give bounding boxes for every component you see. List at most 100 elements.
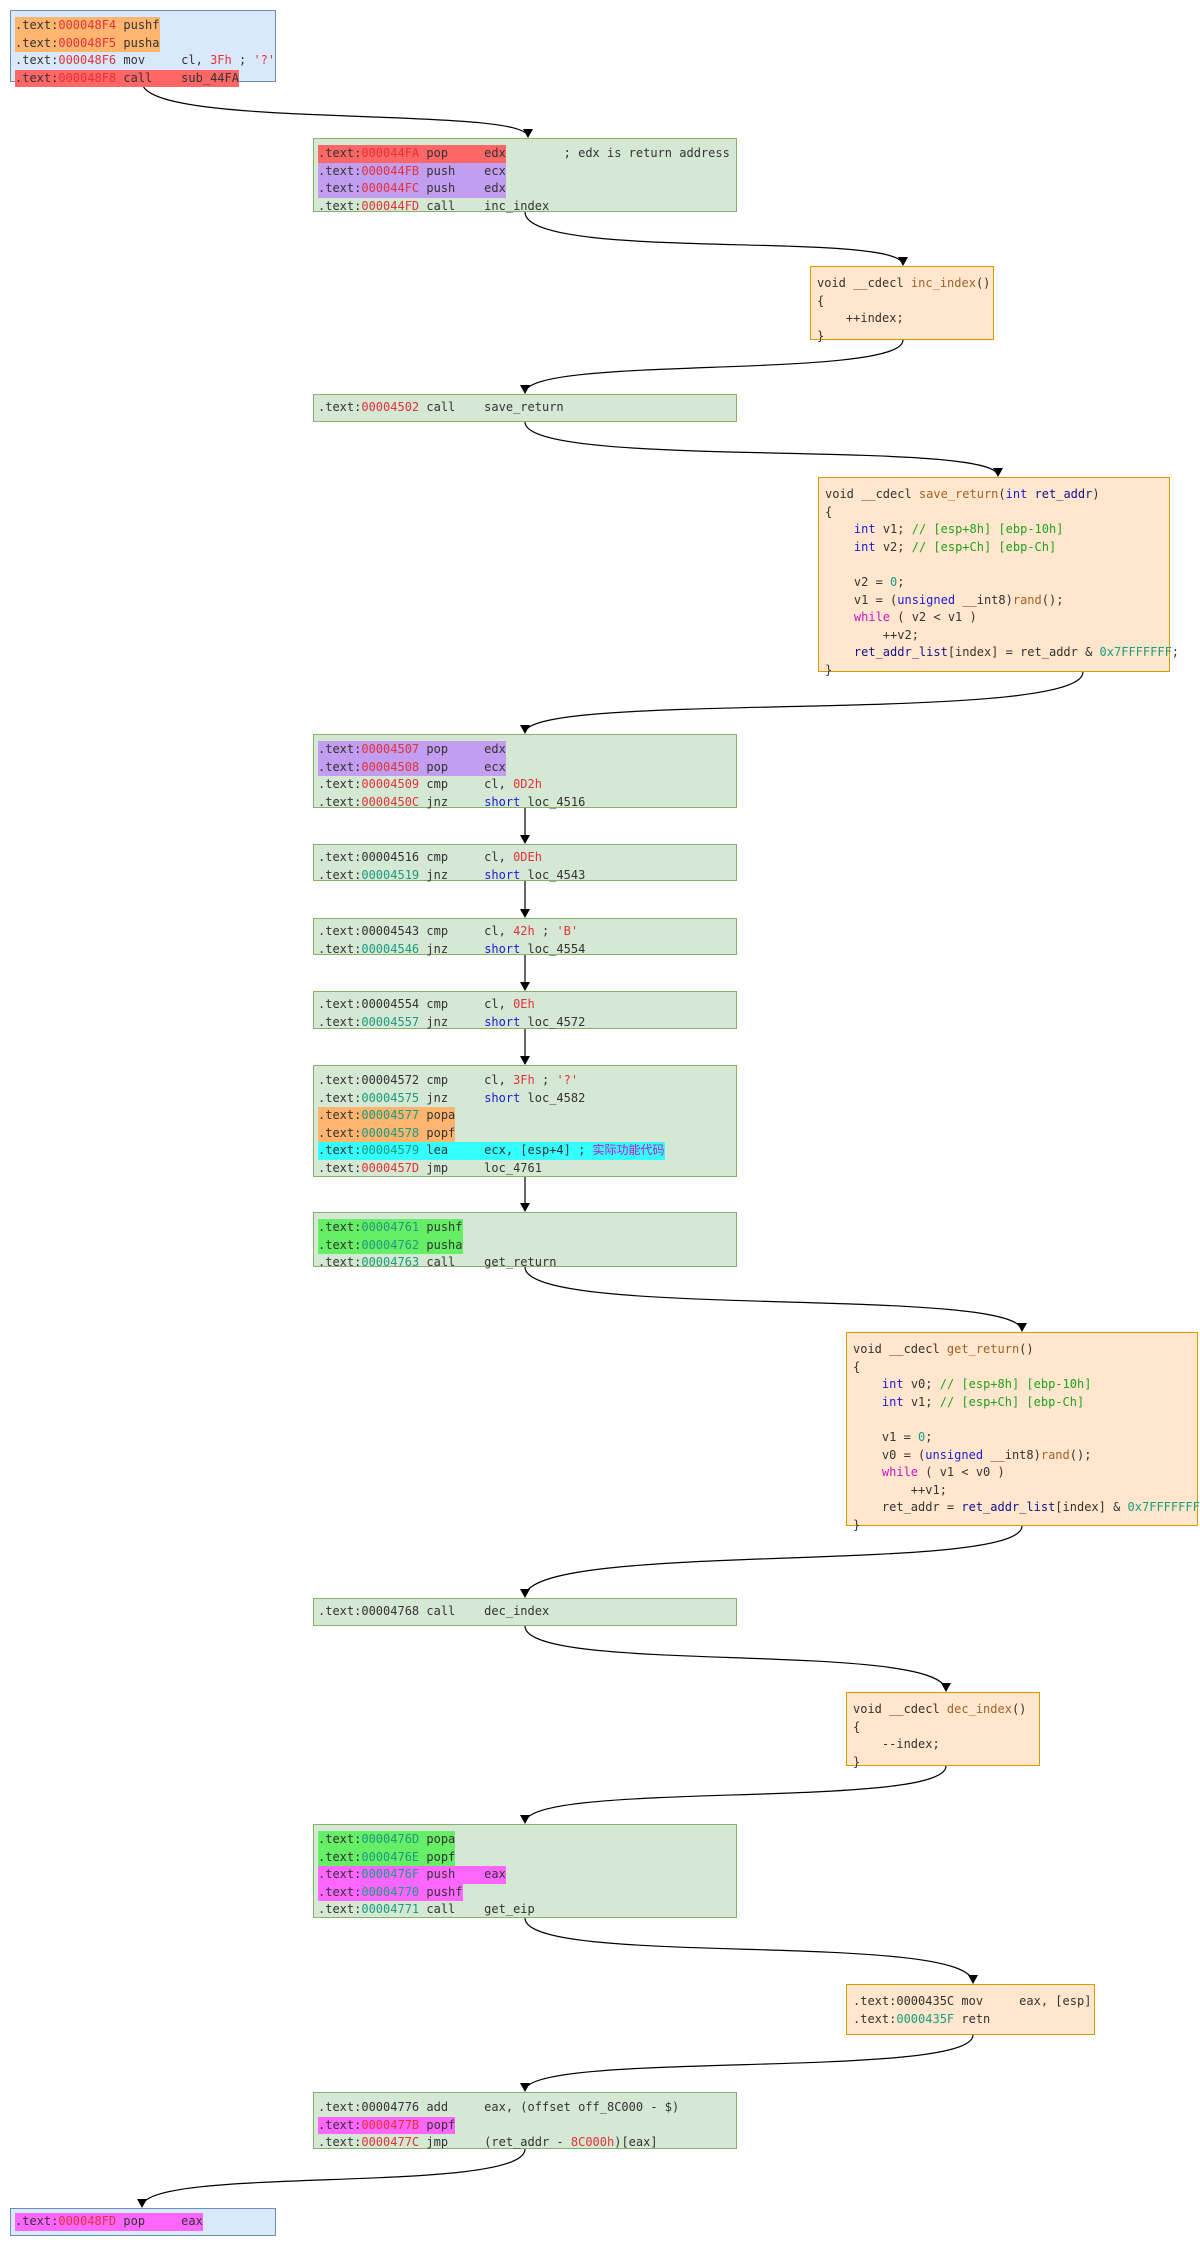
cmp-3fh-block[interactable]: .text:00004572 cmp cl, 3Fh ; '?'.text:00… [313,1065,737,1177]
highlighted-instruction: .text:000044FC push edx [318,180,506,198]
jmp-ret-addr-block[interactable]: .text:00004776 add eax, (offset off_8C00… [313,2092,737,2149]
code-token: ++v2; [825,627,919,642]
code-token: 000044FC [361,181,420,196]
code-token: v1 = [853,1429,919,1444]
code-line: .text:0000435C mov eax, [esp] [853,1993,1091,2011]
instruction: void __cdecl dec_index() [853,1701,1026,1719]
code-token: .text: [318,1255,362,1270]
code-token: 00004577 [361,1108,420,1123]
code-token: } [853,1517,861,1532]
exit-block[interactable]: .text:000048FD pop eax [10,2208,276,2236]
code-token: popf [419,1849,456,1864]
code-line: { [825,504,1163,522]
code-line: v0 = (unsigned __int8)rand(); [853,1447,1191,1465]
code-line: ++v2; [825,627,1163,645]
code-line: int v1; // [esp+Ch] [ebp-Ch] [853,1394,1191,1412]
code-token: short [484,867,521,882]
code-token: while [881,1465,919,1480]
inc-index-function[interactable]: void __cdecl inc_index(){ ++index;} [810,266,994,343]
instruction: .text:00004557 jnz short loc_4572 [318,1014,585,1032]
code-token: push ecx [419,163,506,178]
code-token: pop edx [419,742,506,756]
code-token: ; [897,574,905,589]
code-token: ret_addr = [853,1500,962,1515]
edge-dec-index-to-call-get-eip [520,1765,947,1824]
edge-call-get-eip-to-get-eip [524,1917,978,1984]
instruction: void __cdecl get_return() [853,1341,1034,1359]
code-token: { [853,1719,861,1734]
call-get-return-block[interactable]: .text:00004761 pushf.text:00004762 pusha… [313,1212,737,1269]
code-line: v1 = 0; [853,1429,1191,1447]
code-token: ( v2 < v1 ) [890,610,977,625]
code-token: ) [1092,487,1100,501]
code-line: .text:00004578 popf [318,1124,730,1143]
code-line: void __cdecl get_return() [853,1341,1191,1359]
code-token: 3Fh [513,1073,535,1087]
code-token: short [484,941,521,956]
code-token: 00004763 [361,1255,420,1270]
code-token: .text: [318,941,362,956]
code-token: // [esp+Ch] [ebp-Ch] [939,1394,1085,1409]
cmp-0eh-block[interactable]: .text:00004554 cmp cl, 0Eh.text:00004557… [313,991,737,1029]
code-token: push eax [419,1867,506,1882]
code-token: .text: [318,400,362,414]
code-token: jnz [419,867,485,882]
highlighted-instruction: .text:00004579 lea ecx, [esp+4] ; 实际功能代码 [318,1142,665,1160]
code-token: { [853,1359,861,1374]
code-token: ; [534,1073,557,1087]
code-token: // [esp+8h] [ebp-10h] [911,522,1064,537]
code-token: loc_4572 [520,1014,586,1029]
entry-block[interactable]: .text:000048F4 pushf.text:000048F5 pusha… [10,10,276,88]
call-dec-index-block[interactable]: .text:00004768 call dec_index [313,1598,737,1626]
code-token: 00004557 [361,1014,420,1029]
code-line: .text:00004776 add eax, (offset off_8C00… [318,2099,730,2117]
sub-44fa-block[interactable]: .text:000044FA pop edx ; edx is return a… [313,138,737,213]
code-token: ( v1 < v0 ) [918,1465,1005,1480]
save-return-function[interactable]: void __cdecl save_return(int ret_addr){ … [818,477,1179,677]
code-token: ret_addr_list [961,1500,1056,1515]
instruction: .text:00004519 jnz short loc_4543 [318,867,585,885]
instruction: int v1; // [esp+Ch] [ebp-Ch] [853,1394,1084,1412]
code-token: void __cdecl [817,276,911,290]
code-token: .text: [318,1884,362,1899]
code-token: // [esp+Ch] [ebp-Ch] [911,539,1057,554]
highlighted-instruction: .text:0000476D popa [318,1831,456,1849]
code-token: .text: [318,759,362,774]
code-token: mov cl, [116,53,211,68]
code-line: void __cdecl inc_index() [817,275,990,293]
cmp-0deh-block[interactable]: .text:00004516 cmp cl, 0DEh.text:0000451… [313,844,737,882]
code-token: .text:00004554 cmp cl, [318,997,514,1011]
code-token: )[eax] [614,2135,658,2150]
instruction: ret_addr_list[index] = ret_addr & 0x7FFF… [825,644,1179,662]
cmp-0d2h-block[interactable]: .text:00004507 pop edx.text:00004508 pop… [313,734,737,809]
get-eip-block[interactable]: .text:0000435C mov eax, [esp].text:00004… [846,1984,1095,2035]
code-token: [index] = ret_addr & [947,645,1100,660]
code-line [853,1411,1191,1429]
code-token: 00004519 [361,867,420,882]
call-get-eip-block[interactable]: .text:0000476D popa.text:0000476E popf.t… [313,1824,737,1918]
code-token: 00004578 [361,1125,420,1140]
code-line: .text:0000476D popa [318,1831,730,1849]
code-token: int [881,1377,904,1392]
code-token: 0x7FFFFFFF [1127,1500,1200,1515]
code-token: loc_4582 [520,1090,586,1105]
cmp-42h-block[interactable]: .text:00004543 cmp cl, 42h ; 'B'.text:00… [313,918,737,956]
code-token: jnz [419,1014,485,1029]
instruction: .text:00004543 cmp cl, 42h ; 'B' [318,923,578,941]
code-token: 000048F6 [58,53,117,68]
code-line: { [817,293,987,311]
code-token: lea ecx, [esp+4] ; [419,1143,593,1158]
code-token: ++v1; [853,1482,947,1497]
code-line: .text:0000457D jmp loc_4761 [318,1160,730,1178]
code-token: 000044FD [361,198,420,213]
instruction: v1 = (unsigned __int8)rand(); [825,592,1064,610]
call-save-return-block[interactable]: .text:00004502 call save_return [313,394,737,422]
code-line: ++index; [817,310,987,328]
dec-index-function[interactable]: void __cdecl dec_index(){ --index;} [846,1692,1040,1769]
code-token: .text: [318,1902,362,1917]
code-token: retn [954,2011,991,2026]
get-return-function[interactable]: void __cdecl get_return(){ int v0; // [e… [846,1332,1200,1532]
code-token: pop edx [419,146,506,160]
highlighted-instruction: .text:0000477B popf [318,2116,456,2135]
code-line: } [817,328,987,346]
